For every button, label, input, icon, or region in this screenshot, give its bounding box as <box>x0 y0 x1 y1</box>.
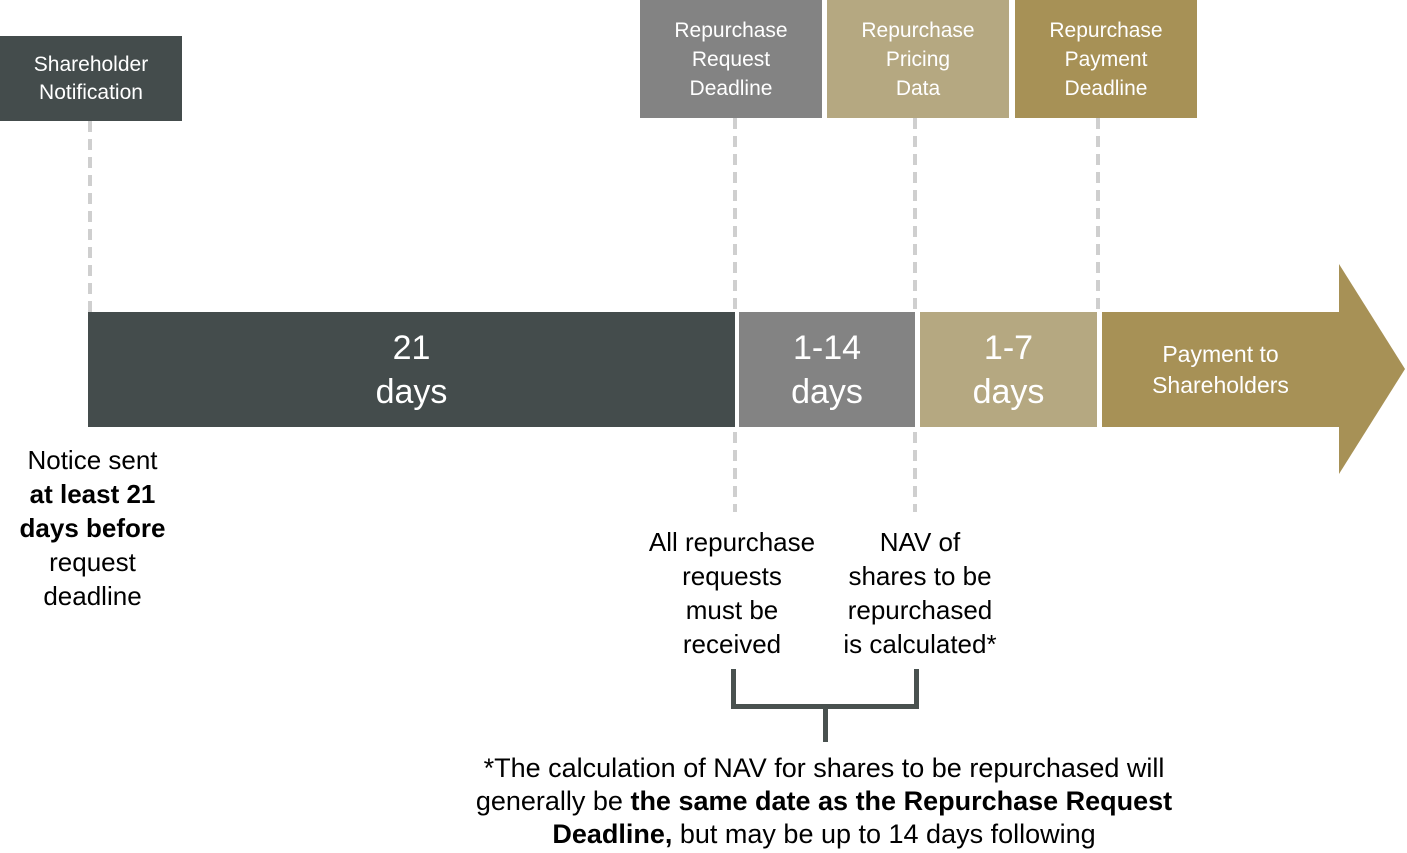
milestone-label-line: Repurchase <box>861 18 975 42</box>
footnote-line1: *The calculation of NAV for shares to be… <box>354 752 1294 785</box>
footnote-line2-regular: generally be <box>475 786 631 816</box>
repurchase-payment-deadline-box: Repurchase Payment Deadline <box>1015 0 1197 118</box>
notice-sent-annotation: Notice sent at least 21 days before requ… <box>0 443 185 613</box>
milestone-label-line: Pricing <box>885 47 951 71</box>
nav-calculated-annotation: NAV of shares to be repurchased is calcu… <box>805 525 1035 661</box>
nav-footnote: *The calculation of NAV for shares to be… <box>354 752 1294 851</box>
nav-line: shares to be <box>848 561 992 591</box>
payment-label-line2: Shareholders <box>1152 371 1289 398</box>
timeline-segment-1-14-days: 1-14 days <box>739 312 915 427</box>
requests-line: requests <box>682 561 782 591</box>
nav-line: is calculated* <box>843 629 997 659</box>
milestone-label-line: Repurchase <box>1049 18 1163 42</box>
nav-line: NAV of <box>879 527 961 557</box>
milestone-label-line: Payment <box>1064 47 1148 71</box>
notice-line: Notice sent <box>27 445 158 475</box>
shareholder-notification-box: Shareholder Notification <box>0 36 182 121</box>
shareholder-notification-label-line2: Notification <box>39 80 143 104</box>
segment-duration: 1-14 <box>792 328 862 367</box>
repurchase-requests-annotation: All repurchase requests must be received <box>622 525 842 661</box>
dashed-line-pricing-data-bottom <box>913 432 917 512</box>
milestone-label-line: Repurchase <box>674 18 788 42</box>
repurchase-pricing-data-box: Repurchase Pricing Data <box>827 0 1009 118</box>
dashed-line-request-deadline-top <box>733 118 737 312</box>
footnote-line2: generally be the same date as the Repurc… <box>354 785 1294 818</box>
milestone-label-line: Request <box>691 47 771 71</box>
bracket-stem <box>823 709 828 742</box>
nav-line: repurchased <box>847 595 993 625</box>
dashed-line-payment-deadline <box>1096 118 1100 312</box>
bracket-crossbar <box>731 704 919 709</box>
timeline-segment-payment-to-shareholders: Payment to Shareholders <box>1102 312 1339 427</box>
segment-unit: days <box>791 372 863 411</box>
timeline-segment-21-days: 21 days <box>88 312 735 427</box>
footnote-line3-regular: but may be up to 14 days following <box>672 819 1096 849</box>
requests-line: All repurchase <box>648 527 816 557</box>
notice-line-bold: at least 21 <box>29 479 156 509</box>
timeline-arrowhead <box>1339 264 1405 474</box>
requests-line: received <box>682 629 782 659</box>
dashed-line-shareholder-notification <box>88 121 92 312</box>
milestone-label-line: Deadline <box>1064 76 1148 100</box>
shareholder-notification-label-line1: Shareholder <box>33 52 149 76</box>
payment-label-line1: Payment to <box>1162 340 1279 367</box>
dashed-line-request-deadline-bottom <box>733 432 737 512</box>
segment-duration: 1-7 <box>983 328 1034 367</box>
notice-line-bold: days before <box>19 513 166 543</box>
notice-line: request <box>49 547 136 577</box>
requests-line: must be <box>685 595 779 625</box>
segment-duration: 21 <box>392 328 431 367</box>
timeline-segment-1-7-days: 1-7 days <box>920 312 1097 427</box>
notice-line: deadline <box>43 581 142 611</box>
footnote-line3-bold: Deadline, <box>552 819 673 849</box>
bracket-right-arm <box>914 669 919 709</box>
footnote-line2-bold: the same date as the Repurchase Request <box>630 786 1173 816</box>
segment-unit: days <box>972 372 1045 411</box>
milestone-label-line: Deadline <box>689 76 773 100</box>
footnote-line1-text: *The calculation of NAV for shares to be… <box>483 753 1165 783</box>
milestone-label-line: Data <box>895 76 941 100</box>
segment-unit: days <box>375 372 448 411</box>
bracket-left-arm <box>731 669 736 709</box>
footnote-line3: Deadline, but may be up to 14 days follo… <box>354 818 1294 851</box>
repurchase-request-deadline-box: Repurchase Request Deadline <box>640 0 822 118</box>
dashed-line-pricing-data-top <box>913 118 917 312</box>
